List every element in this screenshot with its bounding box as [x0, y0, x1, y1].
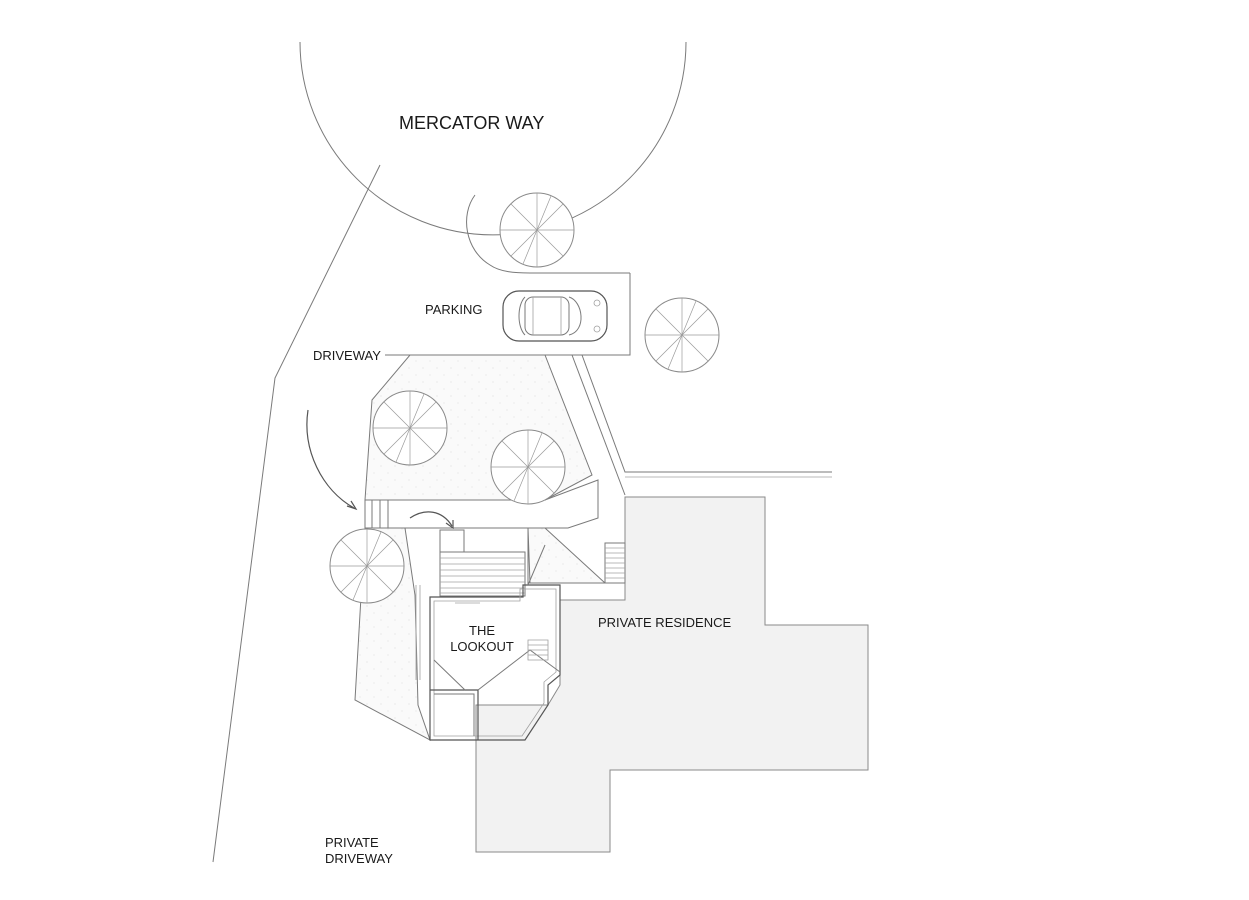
cul-de-sac-edge: [299, 41, 687, 236]
private-driveway-line2: DRIVEWAY: [325, 850, 393, 866]
parking-label: PARKING: [425, 302, 483, 317]
access-path-inner: [571, 354, 626, 496]
tree-island: [466, 194, 630, 274]
driveway-left-edge: [212, 164, 381, 863]
private-driveway-label: PRIVATE DRIVEWAY: [325, 835, 393, 866]
tree-icon: [499, 192, 575, 268]
lookout-building: [415, 528, 561, 741]
tree-icon: [644, 297, 720, 373]
lookout-label: THE LOOKOUT: [446, 623, 518, 654]
lookout-label-line2: LOOKOUT: [450, 638, 514, 654]
street-label: MERCATOR WAY: [399, 113, 545, 133]
entry-arrow-icon: [409, 511, 454, 530]
stair-icon: [604, 542, 626, 584]
side-steps: [364, 500, 389, 528]
arrow-icon: [306, 409, 358, 511]
access-path-outer: [581, 354, 832, 473]
tree-icon: [329, 528, 405, 604]
tree-icon: [372, 390, 448, 466]
parking-bay: [385, 273, 631, 356]
entry-deck: [439, 529, 526, 597]
tree-icon: [490, 429, 566, 505]
driveway-label: DRIVEWAY: [313, 348, 381, 363]
residence-label: PRIVATE RESIDENCE: [598, 615, 732, 630]
private-driveway-line1: PRIVATE: [325, 835, 379, 850]
lookout-label-line1: THE: [469, 623, 495, 638]
car-icon: [502, 290, 608, 342]
terrace: [527, 527, 607, 584]
